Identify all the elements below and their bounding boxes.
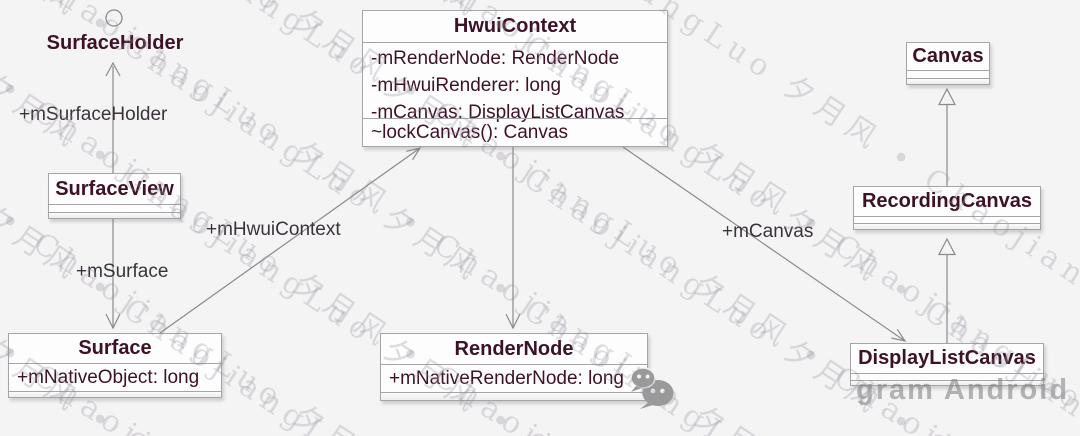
- methods-compartment: [851, 380, 1043, 385]
- class-surfaceview: SurfaceView: [48, 173, 181, 219]
- class-rendernode: RenderNode +mNativeRenderNode: long: [380, 333, 648, 401]
- attributes-compartment: [851, 373, 1043, 380]
- open-arrowhead: [505, 313, 521, 330]
- methods-compartment: [381, 392, 647, 400]
- open-arrowhead: [105, 61, 121, 77]
- open-arrowhead: [891, 328, 907, 342]
- attribute-row: +mNativeRenderNode: long: [389, 368, 624, 389]
- attribute-row: -mHwuiRenderer: long: [371, 75, 562, 96]
- class-title: SurfaceView: [55, 177, 174, 200]
- edge-displaylistcanvas-recordingcanvas: [938, 237, 956, 343]
- attributes-compartment: -mRenderNode: RenderNode -mHwuiRenderer:…: [363, 42, 667, 123]
- generalization-triangle-icon: [938, 237, 956, 256]
- generalization-triangle-icon: [938, 87, 956, 106]
- class-title: Canvas: [912, 45, 984, 67]
- edge-label-mcanvas: +mCanvas: [722, 221, 814, 242]
- class-title: DisplayListCanvas: [858, 347, 1036, 369]
- class-surface: Surface +mNativeObject: long: [8, 333, 222, 398]
- class-title: Surface: [78, 337, 152, 359]
- method-row: ~lockCanvas(): Canvas: [371, 122, 568, 143]
- wechat-icon: [630, 367, 674, 409]
- attributes-compartment: +mNativeObject: long: [9, 363, 221, 391]
- edge-label-mhwuicontext: +mHwuiContext: [206, 219, 341, 240]
- open-arrowhead: [406, 147, 422, 161]
- methods-compartment: [49, 212, 180, 218]
- class-title: RenderNode: [454, 337, 574, 360]
- methods-compartment: [854, 223, 1040, 229]
- class-canvas: Canvas: [906, 42, 990, 85]
- interface-surfaceholder-label: SurfaceHolder: [46, 32, 184, 54]
- attributes-compartment: [907, 70, 989, 78]
- methods-compartment: [9, 391, 221, 397]
- class-hwuicontext: HwuiContext -mRenderNode: RenderNode -mH…: [362, 10, 668, 147]
- edge-surface-hwuicontext: [159, 147, 422, 334]
- edge-hwuicontext-rendernode: [505, 147, 521, 330]
- attribute-row: -mCanvas: DisplayListCanvas: [371, 102, 625, 123]
- open-arrowhead: [105, 313, 121, 330]
- interface-circle-icon: [105, 9, 123, 27]
- attributes-compartment: [49, 204, 180, 212]
- attribute-row: +mNativeObject: long: [17, 367, 200, 388]
- methods-compartment: [907, 78, 989, 84]
- class-recordingcanvas: RecordingCanvas: [853, 186, 1041, 230]
- edge-recordingcanvas-canvas: [938, 87, 956, 186]
- edge-label-msurfaceholder: +mSurfaceHolder: [19, 104, 168, 125]
- attributes-compartment: [854, 216, 1040, 223]
- methods-compartment: ~lockCanvas(): Canvas: [363, 118, 667, 146]
- class-title: RecordingCanvas: [861, 190, 1033, 212]
- attributes-compartment: +mNativeRenderNode: long: [381, 364, 647, 392]
- class-displaylistcanvas: DisplayListCanvas: [850, 343, 1044, 386]
- edge-surfaceview-surfaceholder: [105, 61, 121, 173]
- edge-surfaceview-surface: [105, 219, 121, 330]
- class-title: HwuiContext: [453, 15, 577, 37]
- attribute-row: -mRenderNode: RenderNode: [371, 48, 620, 69]
- edge-hwuicontext-displaylistcanvas: [622, 146, 907, 342]
- edge-label-msurface: +mSurface: [76, 261, 169, 282]
- cropped-caption-text: gram Android: [856, 374, 1070, 406]
